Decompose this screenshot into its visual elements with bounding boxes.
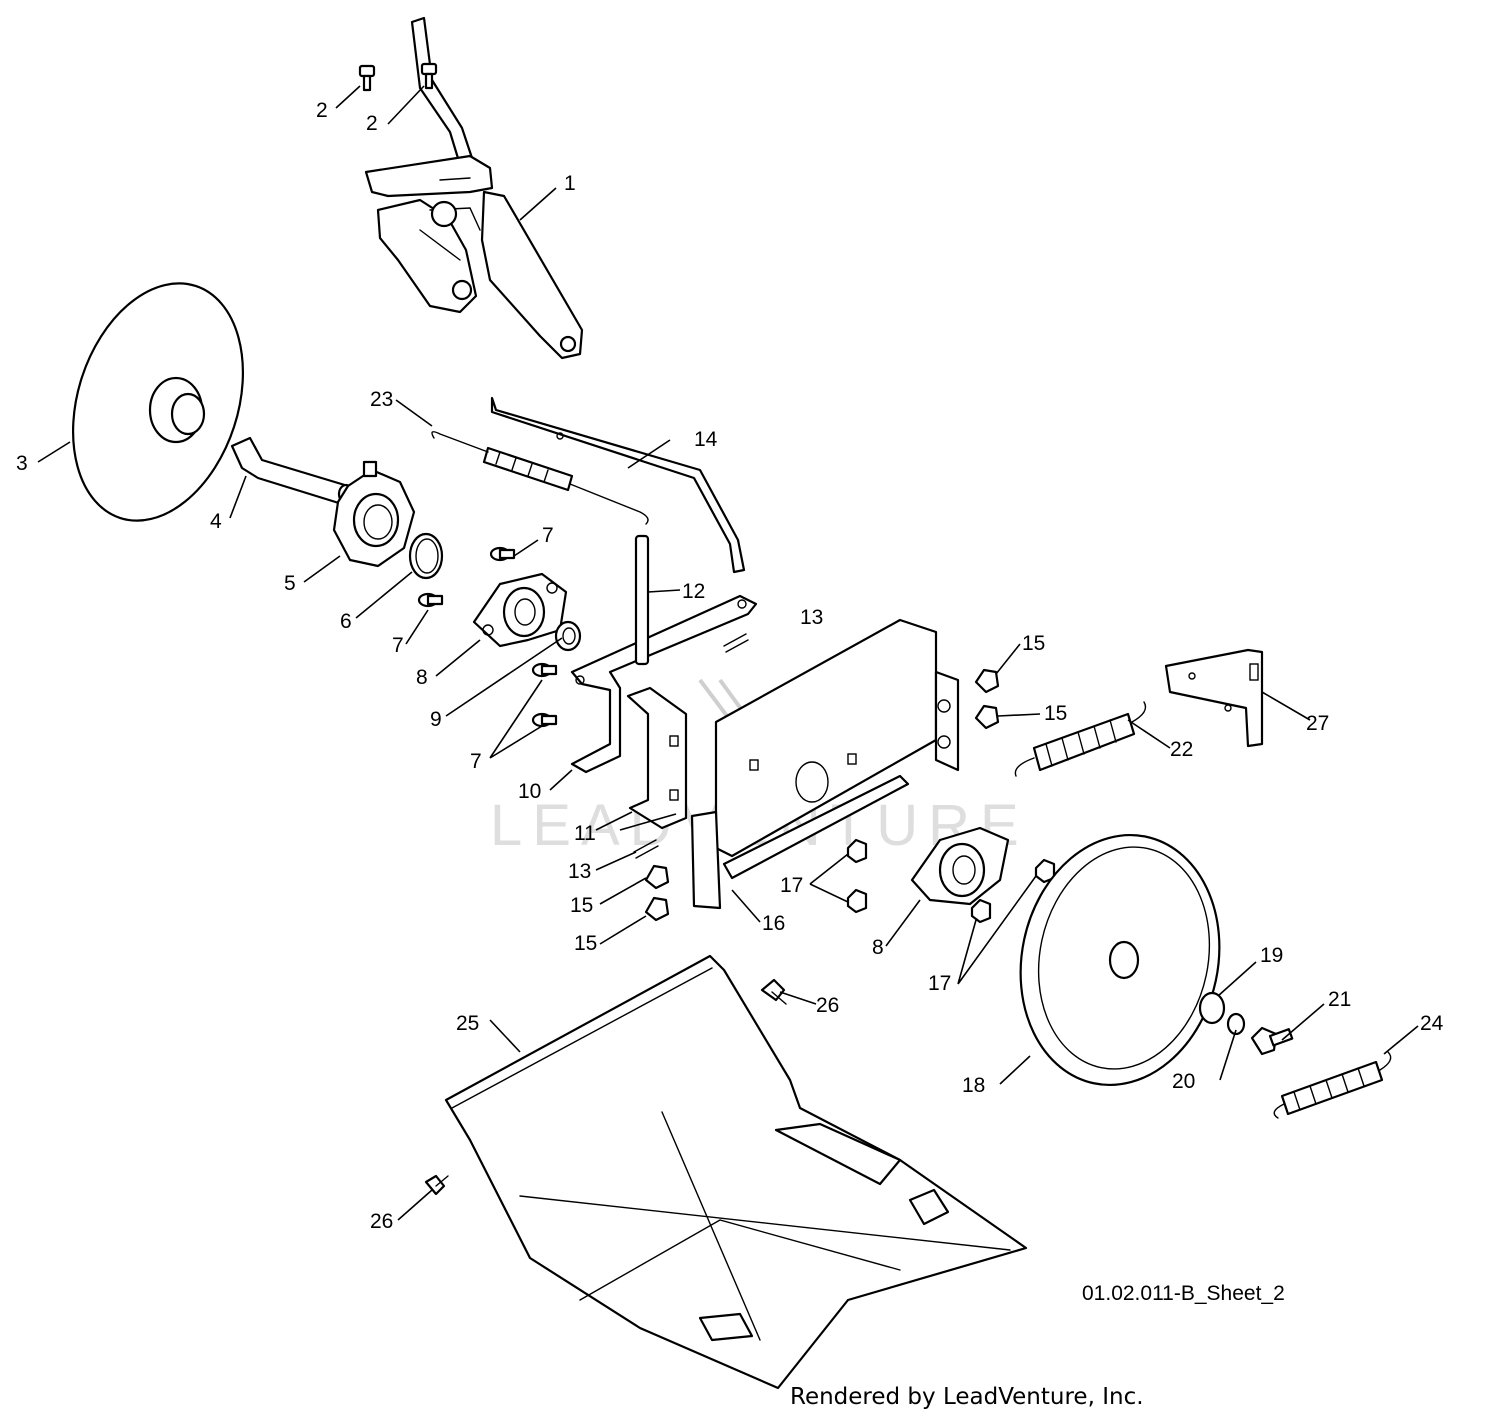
part-16-mounting-plate <box>690 618 960 910</box>
callout-7: 7 <box>542 524 554 547</box>
part-27-bracket <box>1164 648 1264 748</box>
callout-10: 10 <box>518 780 541 803</box>
part-17-nut <box>846 838 868 864</box>
part-12-pin <box>634 534 650 666</box>
part-7-bolt <box>417 592 444 608</box>
callout-7: 7 <box>470 750 482 773</box>
part-11-bracket <box>626 686 688 830</box>
callout-2: 2 <box>316 99 328 122</box>
part-5-bearing-housing <box>332 460 416 568</box>
leader-lines <box>37 85 1419 1221</box>
part-26-screw <box>424 1174 449 1196</box>
part-21-bolt <box>1250 1026 1294 1056</box>
callout-14: 14 <box>694 428 718 451</box>
callout-15: 15 <box>574 932 597 955</box>
callout-15: 15 <box>1044 702 1067 725</box>
callout-12: 12 <box>682 580 705 603</box>
part-8-flange-bearing <box>472 572 568 648</box>
callout-19: 19 <box>1260 944 1283 967</box>
callout-16: 16 <box>762 912 785 935</box>
callout-27: 27 <box>1306 712 1329 735</box>
part-13-cotter-pin <box>633 839 659 859</box>
callout-21: 21 <box>1328 988 1351 1011</box>
callout-26: 26 <box>816 994 839 1017</box>
part-10-bracket <box>570 594 758 774</box>
part-17-nut <box>846 888 868 914</box>
callout-18: 18 <box>962 1074 985 1097</box>
part-2-screw <box>420 62 438 90</box>
callout-20: 20 <box>1172 1070 1195 1093</box>
part-15-flange-nut <box>644 896 670 922</box>
part-17-nut <box>970 898 992 924</box>
part-8-flange-bearing <box>910 826 1010 906</box>
callout-7: 7 <box>392 634 404 657</box>
callout-11: 11 <box>574 822 596 845</box>
callout-13: 13 <box>568 860 591 883</box>
callout-1: 1 <box>564 172 576 195</box>
callout-25: 25 <box>456 1012 479 1035</box>
callout-26: 26 <box>370 1210 393 1233</box>
callout-15: 15 <box>570 894 593 917</box>
callout-3: 3 <box>16 452 28 475</box>
callout-2: 2 <box>366 112 378 135</box>
part-22-spring <box>1014 701 1147 777</box>
part-6-snap-ring <box>408 532 444 580</box>
part-15-flange-nut <box>974 704 1000 730</box>
callout-8: 8 <box>416 666 428 689</box>
sheet-id: 01.02.011-B_Sheet_2 <box>1082 1282 1285 1305</box>
part-1-shift-lever-assembly <box>364 16 584 360</box>
callout-17: 17 <box>928 972 951 995</box>
part-13-cotter-pin <box>723 633 749 653</box>
part-20-lock-washer <box>1226 1012 1246 1036</box>
part-9-washer <box>554 620 582 652</box>
part-7-bolt <box>531 712 558 728</box>
callout-15: 15 <box>1022 632 1045 655</box>
render-credit: Rendered by LeadVenture, Inc. <box>790 1384 1144 1410</box>
callout-24: 24 <box>1420 1012 1444 1035</box>
part-7-bolt <box>531 662 558 678</box>
part-24-spring <box>1273 1051 1392 1119</box>
part-7-bolt <box>489 546 516 562</box>
part-25-cover-shield <box>444 954 1028 1390</box>
part-26-screw <box>760 978 787 1005</box>
part-3-friction-disc <box>71 282 245 522</box>
callout-23: 23 <box>370 388 393 411</box>
callout-5: 5 <box>284 572 296 595</box>
callout-22: 22 <box>1170 738 1193 761</box>
part-19-washer <box>1198 991 1226 1025</box>
callout-4: 4 <box>210 510 222 533</box>
callout-9: 9 <box>430 708 442 731</box>
part-2-screw <box>358 64 376 92</box>
part-14-shift-rod <box>490 396 746 574</box>
callout-6: 6 <box>340 610 352 633</box>
part-15-flange-nut <box>974 668 1000 694</box>
part-18-pulley <box>1019 833 1221 1087</box>
callout-labels: 1 2 2 3 4 5 6 7 7 7 8 9 10 11 12 13 13 1… <box>16 99 1444 1233</box>
callout-13: 13 <box>800 606 823 629</box>
part-4-shaft <box>230 436 355 506</box>
part-15-flange-nut <box>644 864 670 890</box>
callout-8: 8 <box>872 936 884 959</box>
part-23-spring <box>431 431 649 525</box>
callout-17: 17 <box>780 874 803 897</box>
